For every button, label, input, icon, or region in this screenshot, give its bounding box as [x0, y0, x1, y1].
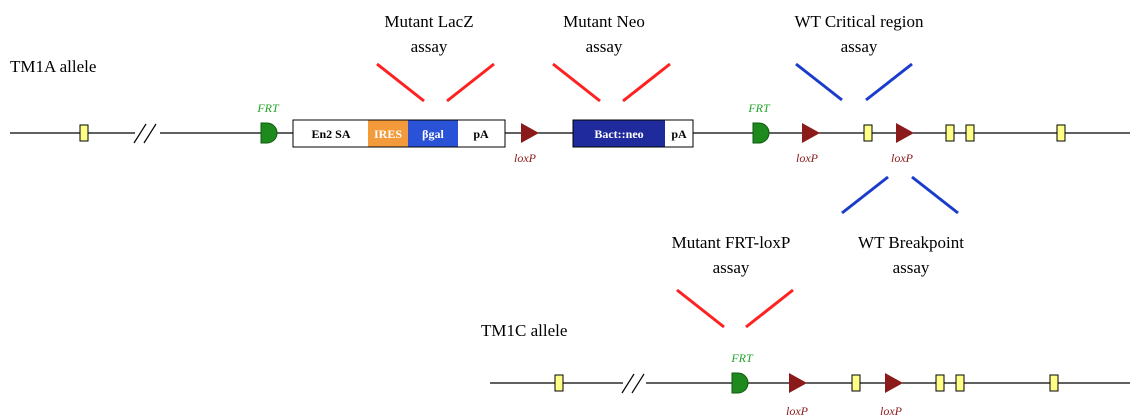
ires-segment: [368, 120, 408, 147]
tm1c-exon-5: [1049, 374, 1059, 392]
tm1c-loxp-site-2: [885, 373, 903, 393]
tm1a-exon-4: [965, 124, 975, 142]
wt-breakpoint-primer-reverse: [911, 175, 959, 215]
tm1a-loxp-site-3: [896, 123, 914, 143]
assay-neo: Mutant Neo assay: [552, 12, 671, 103]
assay-wt-critical-title: WT Critical region: [794, 12, 924, 31]
tm1a-frt-label-2: FRT: [747, 101, 771, 115]
tm1c-exon-1: [554, 374, 564, 392]
pa-label-1: pA: [473, 127, 489, 141]
neo-segment: [573, 120, 665, 147]
ires-label: IRES: [374, 127, 402, 141]
assay-wt-breakpoint-title: WT Breakpoint: [858, 233, 964, 252]
tm1c-allele: TM1C allele FRT loxP loxP: [481, 321, 1130, 418]
assay-lacz-title: Mutant LacZ: [384, 12, 473, 31]
assay-lacz-subtitle: assay: [411, 37, 448, 56]
tm1a-loxp-site-2: [802, 123, 820, 143]
tm1c-exon-critical: [851, 374, 861, 392]
assay-frt-loxp-subtitle: assay: [713, 258, 750, 277]
assay-wt-critical: WT Critical region assay: [794, 12, 924, 102]
tm1a-loxp-site-1: [521, 123, 539, 143]
tm1c-break-mark: [621, 373, 645, 394]
assay-frt-loxp: Mutant FRT-loxP assay: [672, 233, 794, 329]
assay-lacz: Mutant LacZ assay: [376, 12, 495, 103]
tm1c-frt-label: FRT: [730, 351, 754, 365]
tm1a-frt-label-1: FRT: [256, 101, 280, 115]
wt-critical-primer-reverse: [865, 62, 913, 102]
frt-loxp-primer-reverse: [745, 288, 794, 329]
pa-label-2: pA: [671, 127, 687, 141]
tm1a-exon-1: [79, 124, 89, 142]
assay-frt-loxp-title: Mutant FRT-loxP: [672, 233, 791, 252]
wt-breakpoint-primer-forward: [841, 175, 889, 215]
neo-primer-reverse: [622, 62, 671, 103]
tm1a-exon-3: [945, 124, 955, 142]
tm1a-frt-site-2: [752, 122, 770, 144]
neo-primer-forward: [552, 62, 601, 103]
lacz-primer-reverse: [446, 62, 495, 103]
en2sa-label: En2 SA: [311, 127, 350, 141]
tm1c-loxp-site-1: [789, 373, 807, 393]
tm1c-label: TM1C allele: [481, 321, 567, 340]
tm1c-frt-site: [731, 372, 749, 394]
tm1c-loxp-label-1: loxP: [786, 404, 809, 418]
assay-wt-critical-subtitle: assay: [841, 37, 878, 56]
bgal-segment: [408, 120, 458, 147]
tm1a-exon-critical: [863, 124, 873, 142]
tm1a-frt-site-1: [260, 122, 278, 144]
assay-neo-title: Mutant Neo: [563, 12, 645, 31]
tm1a-break-mark: [133, 123, 157, 144]
assay-wt-breakpoint: WT Breakpoint assay: [841, 175, 964, 277]
lacz-primer-forward: [376, 62, 425, 103]
tm1c-exon-3: [935, 374, 945, 392]
tm1c-loxp-label-2: loxP: [880, 404, 903, 418]
tm1a-loxp-label-2: loxP: [796, 151, 819, 165]
bgal-label: βgal: [422, 127, 444, 141]
tm1a-loxp-label-1: loxP: [514, 151, 537, 165]
tm1c-exon-4: [955, 374, 965, 392]
wt-critical-primer-forward: [795, 62, 843, 102]
tm1a-loxp-label-3: loxP: [891, 151, 914, 165]
assay-wt-breakpoint-subtitle: assay: [893, 258, 930, 277]
tm1a-label: TM1A allele: [10, 57, 96, 76]
tm1a-allele: TM1A allele FRT FRT En2 SA IRES: [10, 57, 1130, 165]
neo-label: Bact::neo: [594, 127, 643, 141]
tm1a-exon-5: [1056, 124, 1066, 142]
tm1a-cassette: En2 SA IRES βgal pA: [292, 119, 506, 148]
frt-loxp-primer-forward: [676, 288, 725, 329]
assay-neo-subtitle: assay: [586, 37, 623, 56]
tm1a-neo-cassette: Bact::neo pA: [572, 119, 694, 148]
